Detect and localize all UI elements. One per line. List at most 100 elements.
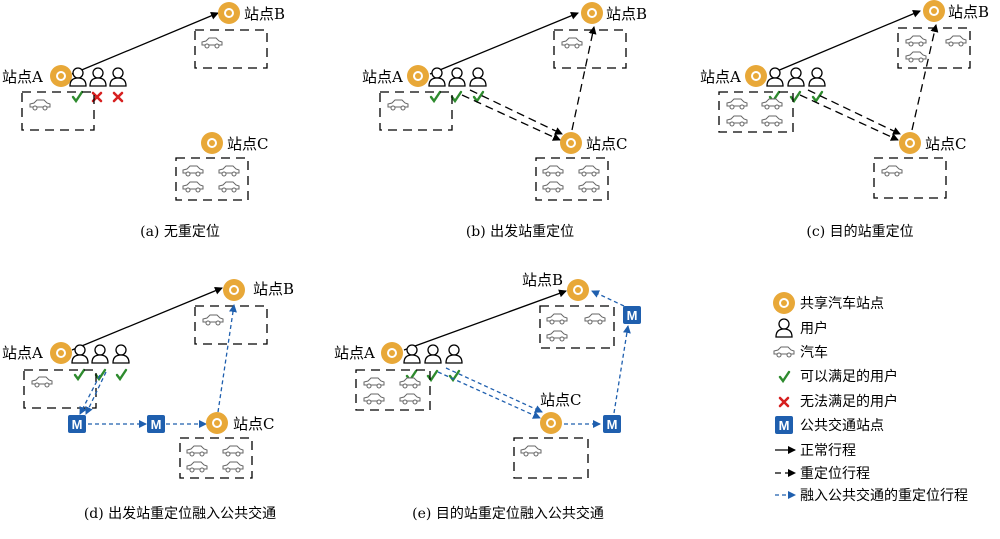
user-icon <box>89 67 107 87</box>
check-icon <box>71 90 84 103</box>
car-icon <box>31 376 53 388</box>
car-icon <box>222 461 244 473</box>
check-icon <box>778 370 791 383</box>
transit-relocation-arrow <box>85 371 107 415</box>
pin-icon <box>581 2 603 24</box>
pin-icon <box>381 342 403 364</box>
station-a-label: 站点A <box>334 344 375 362</box>
pin-icon <box>50 65 72 87</box>
panel-b: 站点B 站点A 站点C (b) 出发站重定位 <box>362 2 647 240</box>
pin-icon <box>745 65 767 87</box>
caption-a: (a) 无重定位 <box>140 224 220 240</box>
caption-d: (d) 出发站重定位融入公共交通 <box>84 505 276 522</box>
check-icon <box>472 90 485 103</box>
car-icon <box>578 165 600 177</box>
check-icon <box>115 368 128 381</box>
station-b-lot <box>539 305 615 349</box>
pin-icon <box>773 292 795 314</box>
car-icon <box>561 37 583 49</box>
station-a-label: 站点A <box>2 68 43 86</box>
relocation-arrow <box>469 89 563 135</box>
car-icon <box>773 346 795 358</box>
legend-label-transit-relocation-trip: 融入公共交通的重定位行程 <box>800 487 968 504</box>
metro-icon-letter: M <box>72 417 83 432</box>
car-icon <box>761 115 783 127</box>
car-icon <box>546 313 568 325</box>
cross-icon <box>778 396 790 408</box>
user-icon <box>112 344 130 364</box>
station-b-lot <box>194 29 268 69</box>
user-icon <box>448 67 466 87</box>
relocation-arrow <box>571 26 597 131</box>
car-icon <box>222 445 244 457</box>
legend-label-car: 汽车 <box>800 344 828 361</box>
car-icon <box>218 165 240 177</box>
car-icon <box>399 393 421 405</box>
station-c-lot <box>179 437 253 479</box>
metro-icon-letter: M <box>627 308 638 323</box>
user-icon <box>775 318 793 338</box>
station-a-lot <box>718 91 794 133</box>
station-c-label: 站点C <box>233 415 274 433</box>
station-a-lot <box>355 369 431 411</box>
pin-icon <box>218 2 240 24</box>
transit-relocation-arrow <box>445 367 543 413</box>
car-icon <box>202 314 224 326</box>
station-a-lot <box>379 91 453 131</box>
car-icon <box>542 181 564 193</box>
car-icon <box>726 115 748 127</box>
legend-label-relocation-trip: 重定位行程 <box>800 466 870 482</box>
station-c-label: 站点C <box>540 391 581 409</box>
user-icon <box>469 67 487 87</box>
car-icon <box>201 37 223 49</box>
normal-trip-arrow <box>429 11 579 75</box>
metro-icon-letter: M <box>607 417 618 432</box>
station-a-label: 站点A <box>2 344 43 362</box>
car-icon <box>363 377 385 389</box>
metro-icon-letter: M <box>151 417 162 432</box>
user-icon <box>766 67 784 87</box>
user-icon <box>403 344 421 364</box>
car-icon <box>945 35 967 47</box>
check-icon <box>94 368 107 381</box>
transit-relocation-arrow <box>613 325 631 414</box>
relocation-arrow <box>807 89 901 135</box>
station-c-label: 站点C <box>925 135 966 153</box>
station-c-label: 站点C <box>227 135 268 153</box>
station-c-lot <box>513 437 589 479</box>
pin-icon <box>560 132 582 154</box>
car-icon <box>363 393 385 405</box>
normal-trip-arrow <box>71 12 219 75</box>
pin-icon <box>540 412 562 434</box>
pin-icon <box>50 342 72 364</box>
panel-e: 站点B 站点A 站点C M M (e) 目的站重定位融入公共交通 <box>334 271 641 522</box>
legend: 共享汽车站点 用户 汽车 可以满足的用户 无法满足的用户 M 公共交通站点 正常… <box>773 292 968 504</box>
transit-relocation-arrow <box>591 290 625 307</box>
station-c-lot <box>535 157 609 201</box>
legend-label-unserved: 无法满足的用户 <box>800 393 898 410</box>
check-icon <box>429 90 442 103</box>
car-icon <box>186 461 208 473</box>
station-b-label: 站点B <box>606 5 647 23</box>
pin-icon <box>899 132 921 154</box>
user-icon <box>424 344 442 364</box>
transit-relocation-arrow <box>437 371 541 419</box>
car-icon <box>399 377 421 389</box>
station-b-label: 站点B <box>244 5 285 23</box>
user-icon <box>787 67 805 87</box>
user-icon <box>808 67 826 87</box>
station-b-lot <box>553 29 627 69</box>
normal-trip-arrow <box>403 289 567 351</box>
station-c-lot <box>873 157 947 199</box>
car-icon <box>584 313 606 325</box>
check-icon <box>73 368 86 381</box>
station-a-lot <box>23 369 97 409</box>
caption-c: (c) 目的站重定位 <box>806 224 913 240</box>
metro-icon-letter: M <box>779 418 790 433</box>
car-icon <box>186 445 208 457</box>
transit-relocation-arrow <box>79 374 101 415</box>
panel-c: 站点B 站点A 站点C (c) 目的站重定位 <box>700 0 989 240</box>
station-b-label: 站点B <box>253 280 294 298</box>
car-icon <box>520 445 542 457</box>
